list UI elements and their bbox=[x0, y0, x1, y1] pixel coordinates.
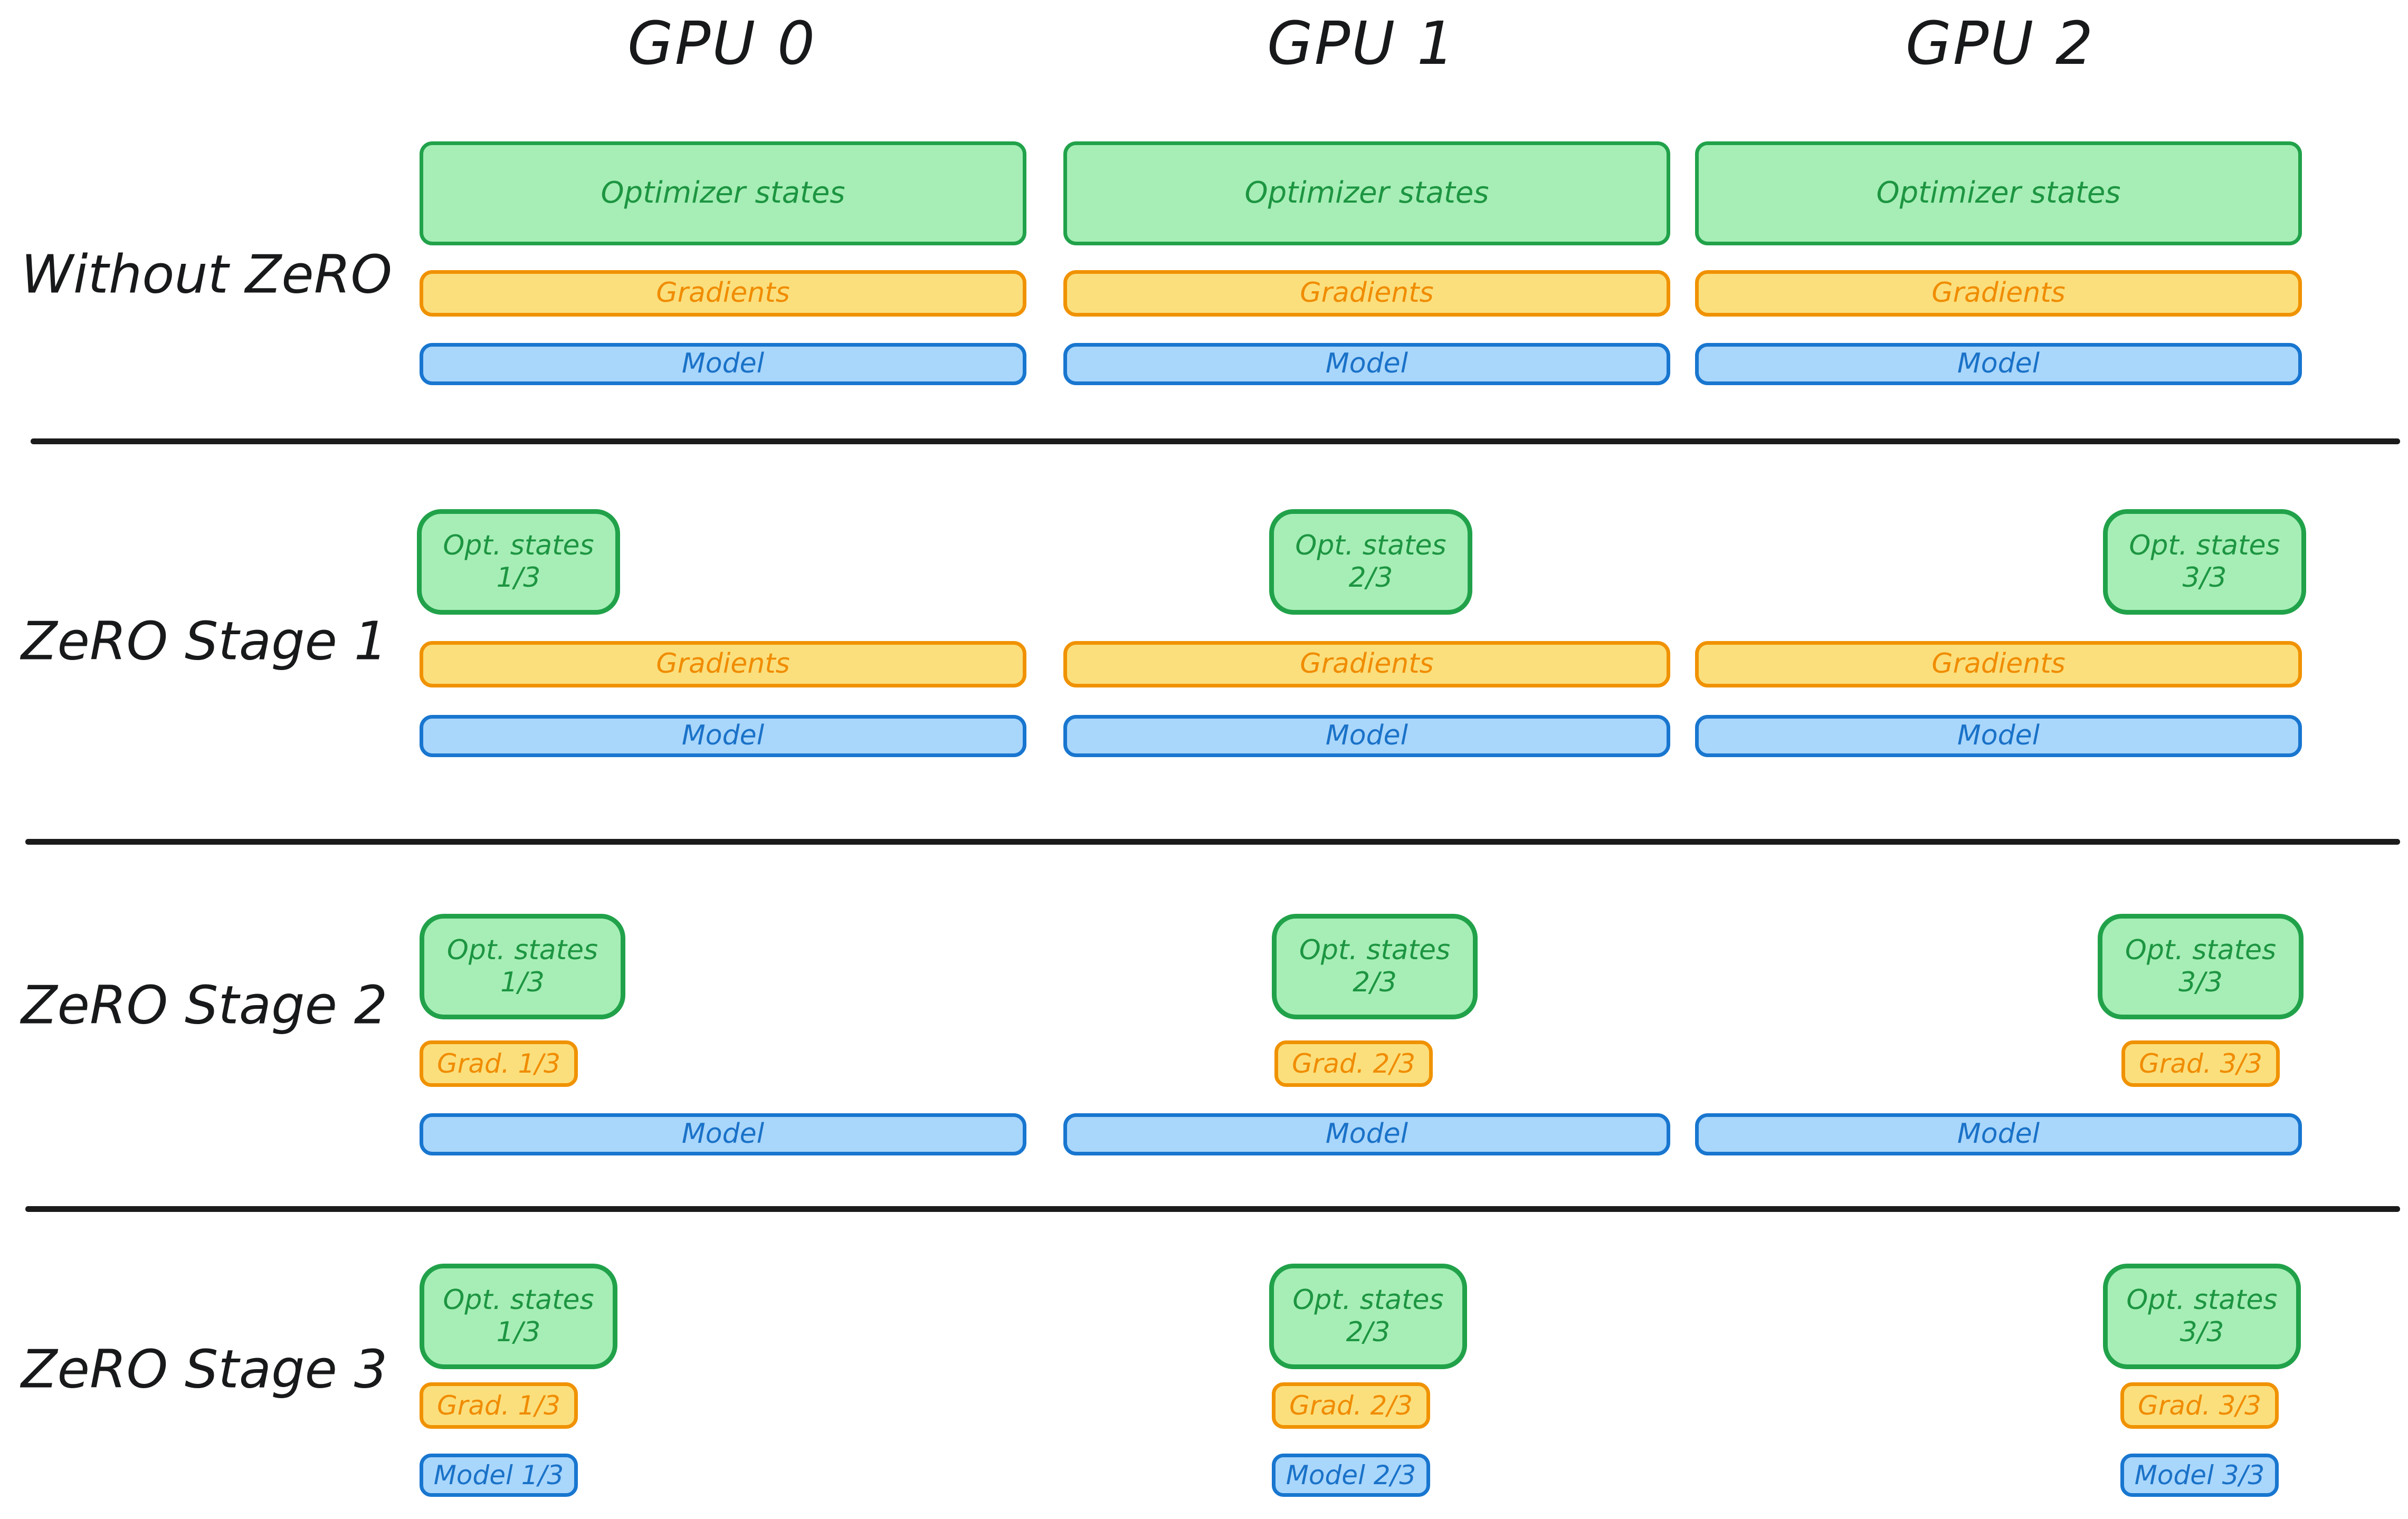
row-label-3: ZeRO Stage 3 bbox=[21, 1338, 388, 1400]
memory-block-model: Model bbox=[1063, 343, 1670, 385]
row-label-2: ZeRO Stage 2 bbox=[21, 974, 388, 1036]
memory-block-model: Model bbox=[420, 715, 1026, 757]
memory-block-gradients-shard: Grad. 1/3 bbox=[420, 1040, 578, 1087]
memory-block-optimizer-shard: Opt. states 3/3 bbox=[2103, 1264, 2301, 1369]
memory-block-model-shard: Model 3/3 bbox=[2120, 1454, 2279, 1497]
memory-block-gradients-shard: Grad. 2/3 bbox=[1274, 1040, 1433, 1087]
memory-block-optimizer-shard: Opt. states 3/3 bbox=[2098, 914, 2304, 1019]
memory-block-model: Model bbox=[420, 343, 1026, 385]
memory-block-gradients: Gradients bbox=[1695, 641, 2302, 687]
memory-block-model: Model bbox=[1695, 343, 2302, 385]
memory-block-model: Model bbox=[1695, 1113, 2302, 1155]
memory-block-gradients: Gradients bbox=[420, 641, 1026, 687]
memory-block-optimizer-shard: Opt. states 1/3 bbox=[417, 509, 620, 615]
row-label-1: ZeRO Stage 1 bbox=[21, 610, 388, 672]
memory-block-model: Model bbox=[1063, 715, 1670, 757]
gpu-column-header-0: GPU 0 bbox=[627, 9, 817, 78]
row-separator-1 bbox=[25, 839, 2400, 845]
memory-block-gradients: Gradients bbox=[1063, 270, 1670, 317]
gpu-column-header-2: GPU 2 bbox=[1905, 9, 2095, 78]
memory-block-optimizer-shard: Opt. states 2/3 bbox=[1269, 1264, 1467, 1369]
memory-block-optimizer: Optimizer states bbox=[1063, 141, 1670, 245]
memory-block-optimizer-shard: Opt. states 2/3 bbox=[1272, 914, 1478, 1019]
memory-block-gradients: Gradients bbox=[1695, 270, 2302, 317]
memory-block-gradients-shard: Grad. 3/3 bbox=[2120, 1382, 2279, 1429]
row-separator-2 bbox=[25, 1206, 2400, 1212]
memory-block-optimizer-shard: Opt. states 1/3 bbox=[420, 1264, 617, 1369]
row-separator-0 bbox=[31, 438, 2400, 444]
memory-block-model: Model bbox=[420, 1113, 1026, 1155]
memory-block-optimizer-shard: Opt. states 2/3 bbox=[1269, 509, 1472, 615]
memory-block-gradients: Gradients bbox=[420, 270, 1026, 317]
memory-block-optimizer-shard: Opt. states 1/3 bbox=[420, 914, 625, 1019]
memory-block-gradients-shard: Grad. 3/3 bbox=[2121, 1040, 2280, 1087]
memory-block-model: Model bbox=[1695, 715, 2302, 757]
memory-block-optimizer: Optimizer states bbox=[420, 141, 1026, 245]
memory-block-gradients-shard: Grad. 1/3 bbox=[420, 1382, 578, 1429]
memory-block-model-shard: Model 1/3 bbox=[420, 1454, 578, 1497]
memory-block-model-shard: Model 2/3 bbox=[1272, 1454, 1430, 1497]
memory-block-gradients-shard: Grad. 2/3 bbox=[1272, 1382, 1430, 1429]
memory-block-model: Model bbox=[1063, 1113, 1670, 1155]
memory-block-gradients: Gradients bbox=[1063, 641, 1670, 687]
memory-block-optimizer-shard: Opt. states 3/3 bbox=[2103, 509, 2306, 615]
gpu-column-header-1: GPU 1 bbox=[1267, 9, 1457, 78]
row-label-0: Without ZeRO bbox=[21, 243, 393, 305]
memory-block-optimizer: Optimizer states bbox=[1695, 141, 2302, 245]
